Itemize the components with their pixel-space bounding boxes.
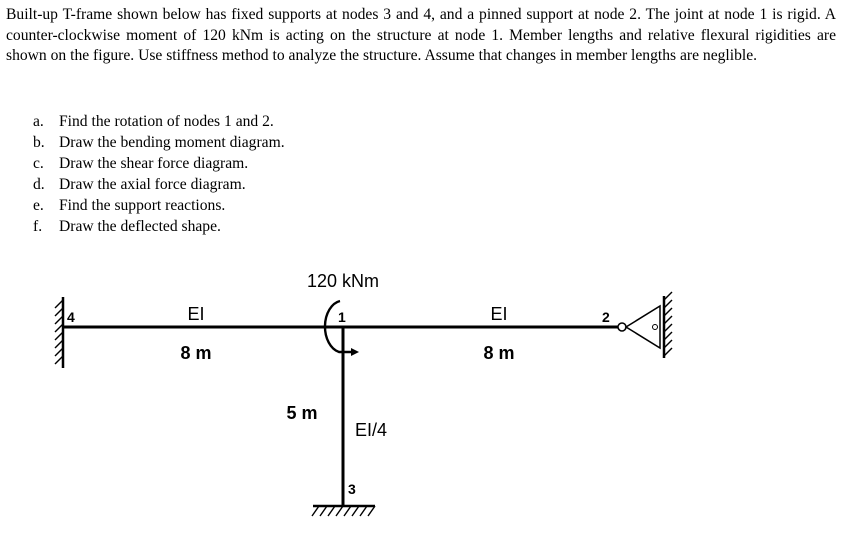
left-member-rigidity: EI (187, 304, 204, 324)
fixed-support-left (54, 297, 65, 368)
task-marker: d. (33, 176, 45, 193)
task-item: d. Draw the axial force diagram. (33, 174, 285, 195)
pinned-support-right (617, 291, 673, 358)
task-text: Find the support reactions. (59, 197, 226, 214)
right-member-rigidity: EI (490, 304, 507, 324)
node-label-3: 3 (348, 481, 356, 497)
task-text: Draw the axial force diagram. (59, 176, 246, 193)
left-member-length: 8 m (180, 343, 211, 363)
task-item: b. Draw the bending moment diagram. (33, 132, 285, 153)
task-item: f. Draw the deflected shape. (33, 216, 285, 237)
right-member-length: 8 m (483, 343, 514, 363)
task-text: Draw the deflected shape. (59, 218, 221, 235)
node-label-2: 2 (602, 309, 610, 325)
fixed-support-bottom (311, 504, 376, 517)
task-item: a. Find the rotation of nodes 1 and 2. (33, 111, 285, 132)
moment-arrow-icon (323, 299, 359, 356)
column-length: 5 m (286, 403, 317, 423)
task-text: Find the rotation of nodes 1 and 2. (59, 113, 274, 130)
column-rigidity: EI/4 (355, 420, 387, 440)
moment-label: 120 kNm (307, 271, 379, 291)
problem-text: Built-up T-frame shown below has fixed s… (6, 6, 836, 64)
task-marker: a. (33, 113, 44, 130)
task-marker: b. (33, 134, 45, 151)
task-list: a. Find the rotation of nodes 1 and 2. b.… (33, 111, 285, 237)
task-marker: c. (33, 155, 44, 172)
task-marker: f. (33, 218, 43, 235)
node-label-1: 1 (338, 309, 346, 325)
task-text: Draw the shear force diagram. (59, 155, 249, 172)
node-label-4: 4 (67, 309, 75, 325)
problem-statement: Built-up T-frame shown below has fixed s… (6, 5, 836, 67)
task-text: Draw the bending moment diagram. (59, 134, 285, 151)
task-item: e. Find the support reactions. (33, 195, 285, 216)
task-marker: e. (33, 197, 44, 214)
task-item: c. Draw the shear force diagram. (33, 153, 285, 174)
